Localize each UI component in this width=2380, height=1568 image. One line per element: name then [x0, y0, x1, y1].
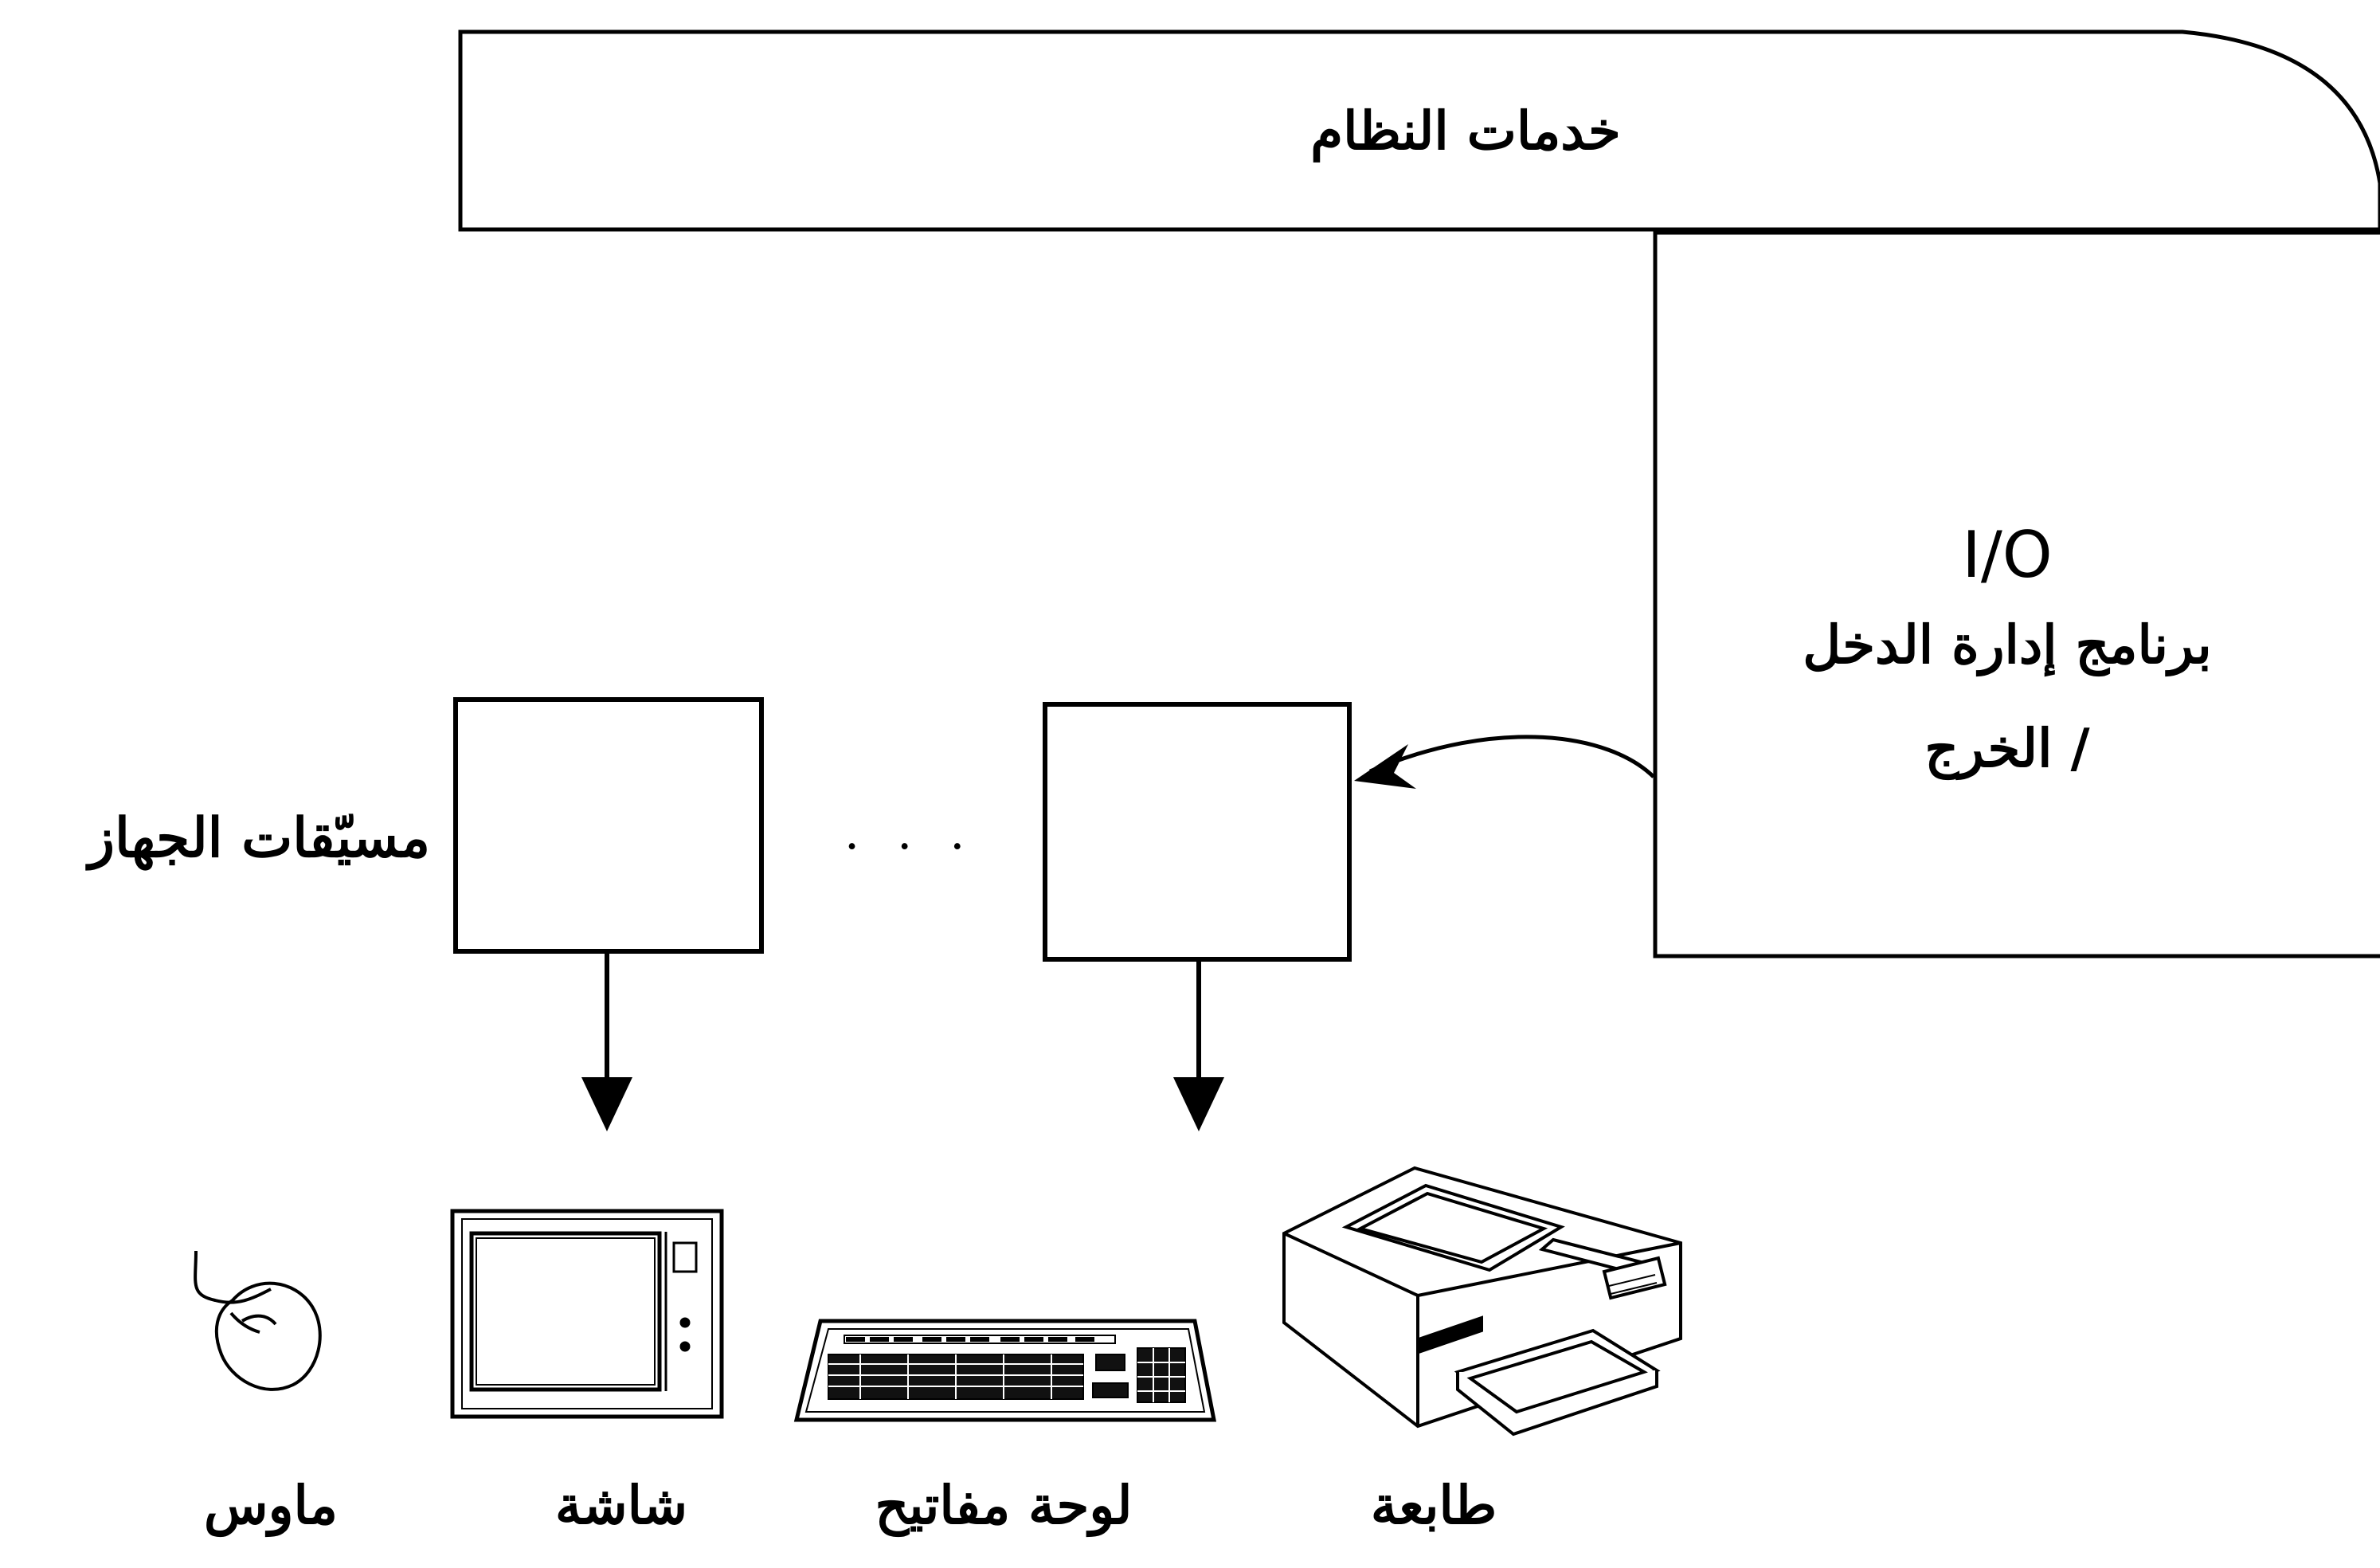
driver-box-left	[453, 697, 764, 954]
io-manager-code: I/O	[1962, 518, 2053, 592]
device-label-keyboard: لوحة مفاتيح	[875, 1474, 1133, 1536]
monitor-icon	[450, 1209, 724, 1419]
system-services-label: خدمات النظام	[1310, 100, 1621, 162]
io-to-driver-arrow	[1369, 735, 1655, 778]
driver-box-right	[1043, 702, 1352, 962]
device-label-printer: طابعة	[1370, 1474, 1497, 1536]
io-to-driver-arrowhead	[1354, 744, 1416, 789]
mouse-icon	[194, 1250, 322, 1391]
keyboard-icon	[793, 1319, 1217, 1422]
driver-right-down-arrow	[1173, 960, 1224, 1131]
io-manager-label-line1: برنامج إدارة الدخل	[1803, 613, 2212, 676]
drivers-ellipsis: . . .	[844, 805, 977, 860]
device-label-mouse: ماوس	[204, 1474, 338, 1536]
io-manager-box	[1653, 230, 2380, 958]
device-drivers-label: مسيّقات الجهاز	[88, 806, 430, 870]
io-manager-label-line2: / الخرج	[1924, 717, 2090, 779]
printer-icon	[1282, 1166, 1682, 1437]
device-label-monitor: شاشة	[554, 1474, 688, 1536]
driver-left-down-arrow	[581, 952, 632, 1131]
system-services-box	[458, 29, 2380, 232]
